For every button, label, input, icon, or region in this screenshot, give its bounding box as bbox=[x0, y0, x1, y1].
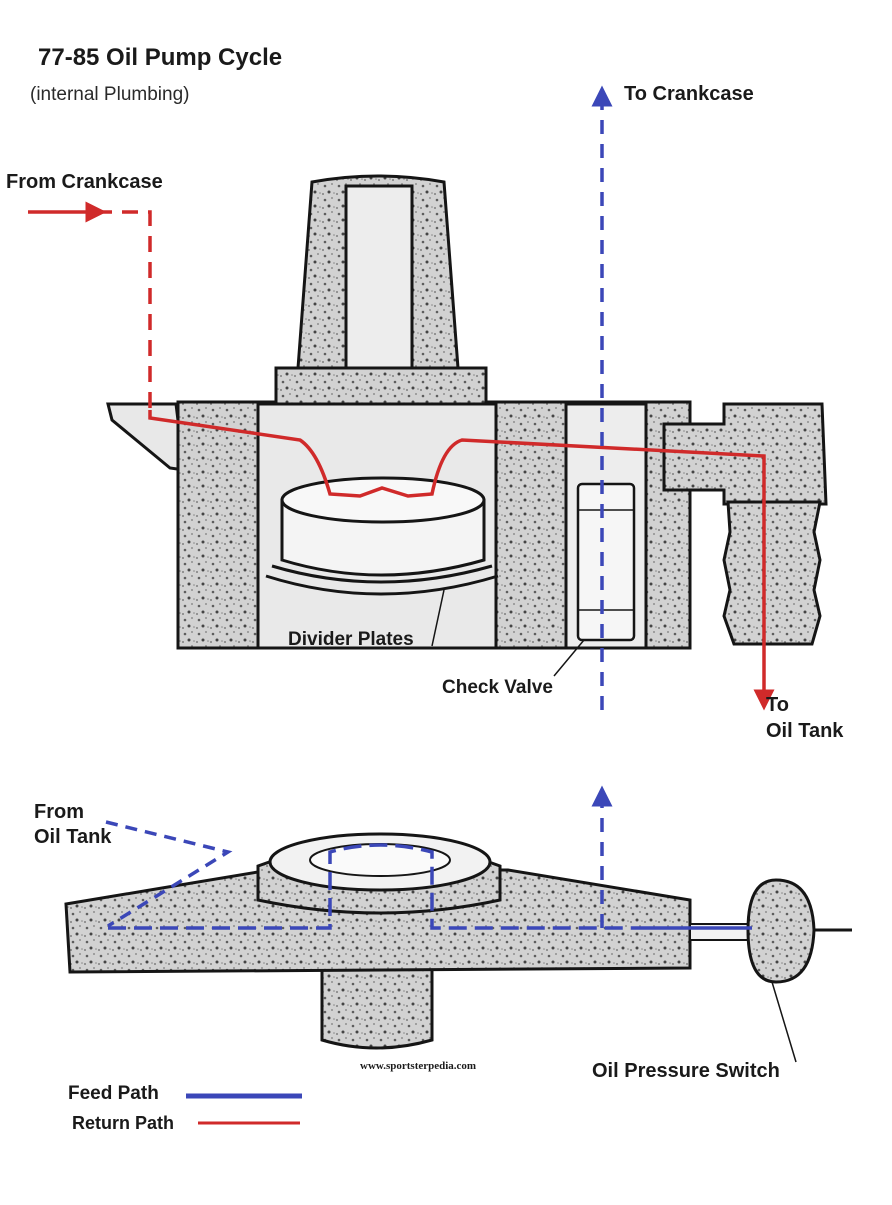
lower-boss bbox=[320, 966, 434, 1050]
hose-barb bbox=[722, 500, 822, 646]
check-valve-body bbox=[576, 482, 636, 642]
check-valve-label: Check Valve bbox=[442, 677, 553, 698]
feed-main-line bbox=[108, 843, 642, 930]
from-crankcase-label: From Crankcase bbox=[6, 171, 163, 193]
legend-return-label: Return Path bbox=[72, 1113, 175, 1133]
legend-feed-label: Feed Path bbox=[68, 1083, 159, 1104]
from-oil-tank-label-line2: Oil Tank bbox=[34, 826, 112, 848]
return-path-lines bbox=[28, 201, 775, 711]
check-valve-leader bbox=[553, 639, 585, 677]
website-credit: www.sportsterpedia.com bbox=[360, 1060, 477, 1072]
oil-pressure-switch bbox=[746, 878, 816, 984]
from-oil-tank-label-line1: From bbox=[34, 801, 84, 823]
feed-path-bottom bbox=[105, 785, 752, 930]
return-inlet-dashed bbox=[96, 210, 152, 410]
left-mounting-tab bbox=[106, 402, 186, 472]
top-pump-assembly bbox=[106, 174, 828, 650]
to-oil-tank-label-line2: Oil Tank bbox=[766, 720, 844, 742]
oil-pressure-switch-leader bbox=[771, 981, 797, 1063]
feed-inlet-dashed bbox=[105, 820, 233, 928]
divider-plate-upper bbox=[271, 564, 493, 584]
divider-plates-label: Divider Plates bbox=[288, 629, 414, 650]
return-main-line bbox=[148, 410, 775, 711]
page-subtitle: (internal Plumbing) bbox=[30, 84, 190, 105]
page-title: 77-85 Oil Pump Cycle bbox=[38, 44, 283, 71]
divider-plate-lower bbox=[265, 574, 499, 596]
oil-pressure-switch-label: Oil Pressure Switch bbox=[592, 1060, 780, 1082]
stem-collar bbox=[274, 366, 488, 406]
label-leaders bbox=[431, 589, 797, 1063]
to-oil-tank-label-line1: To bbox=[766, 694, 789, 716]
divider-plates-leader bbox=[431, 589, 445, 647]
to-crankcase-label: To Crankcase bbox=[624, 83, 754, 105]
bottom-pump-assembly bbox=[64, 832, 852, 1050]
legend bbox=[186, 1093, 302, 1125]
gear-disk-top bbox=[280, 476, 486, 524]
